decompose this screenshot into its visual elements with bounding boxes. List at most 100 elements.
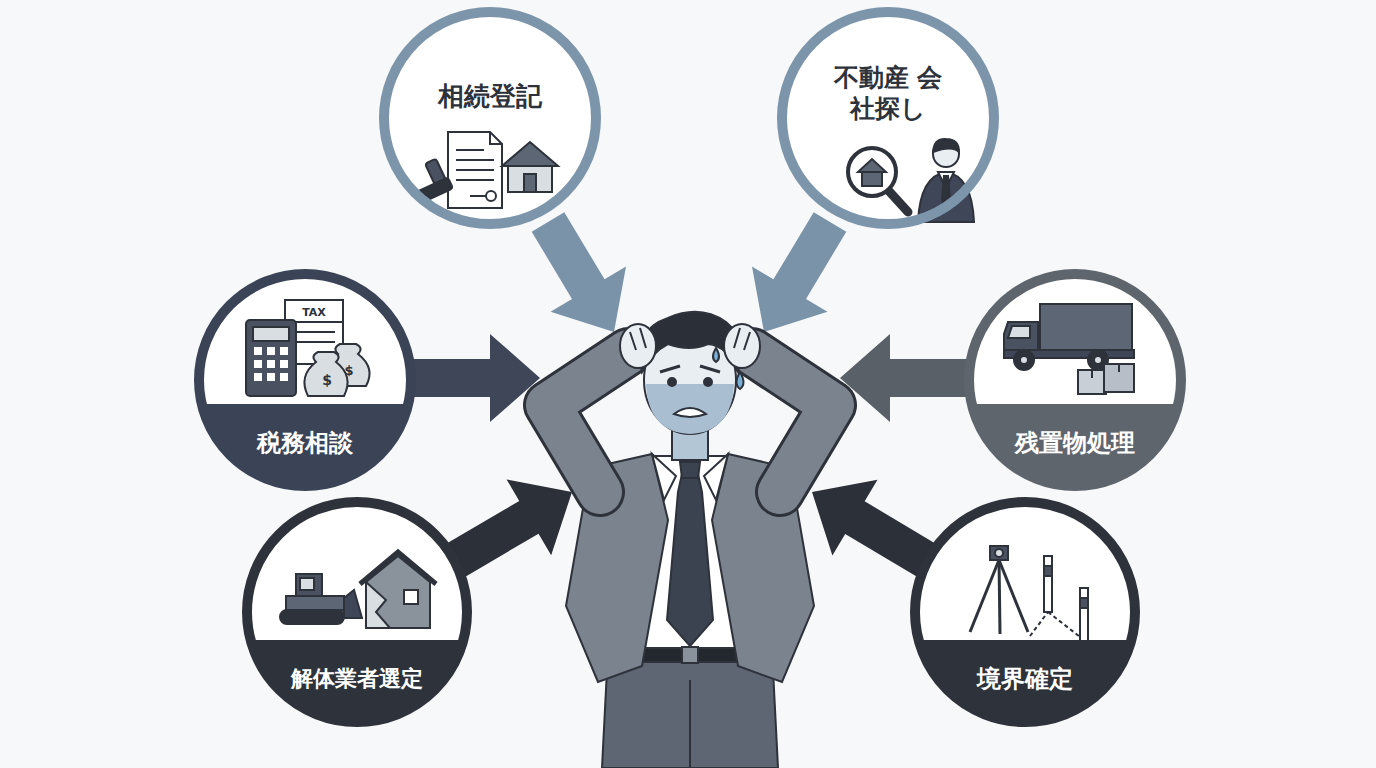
- stressed-man-figure-part: [668, 378, 676, 386]
- topic-circle: 相続登記: [378, 6, 602, 230]
- tax-icon-part: [293, 331, 335, 333]
- stressed-man-figure-part: [700, 366, 720, 372]
- demolition-icon-part: [344, 590, 362, 618]
- tax-icon-part-part: [254, 360, 262, 368]
- topic-label: 不動産 会社探し: [823, 62, 953, 125]
- tax-icon-part: [254, 347, 288, 381]
- label-band: [972, 404, 1178, 486]
- registration-icon-part: [456, 169, 494, 171]
- survey-icon-part: [1044, 566, 1052, 576]
- agency-search-icon: [848, 139, 974, 222]
- stressed-man-figure-part: [548, 352, 628, 492]
- tax-icon-part-part: [254, 347, 262, 355]
- demolition-icon-part: [296, 574, 322, 598]
- survey-icon-part: [970, 560, 999, 632]
- stressed-man-figure-part: [704, 378, 712, 386]
- agency-search-icon-part: [848, 148, 896, 196]
- circle-grounds-part: [199, 274, 411, 486]
- demolition-icon-part: [366, 556, 430, 628]
- garbage-truck-icon-part: [1104, 364, 1134, 392]
- stressed-man-figure-part: [630, 648, 750, 662]
- circle-grounds-part: [247, 502, 467, 722]
- tax-icon-part-part: [280, 347, 288, 355]
- garbage-truck-icon-part: [1020, 356, 1028, 364]
- registration-icon-part: [508, 166, 552, 192]
- garbage-truck-icon-part: [1091, 370, 1093, 378]
- circle-outline: [193, 268, 417, 492]
- stressed-man-figure-part: [548, 352, 628, 492]
- block-arrow: [840, 334, 972, 422]
- topic-label: 残置物処理: [1015, 428, 1135, 458]
- tax-icon-part: [246, 320, 296, 396]
- survey-icon-part: [1044, 556, 1052, 612]
- survey-icon-part: [999, 560, 1000, 634]
- stressed-man-figure-part: [713, 348, 719, 362]
- registration-icon: [417, 132, 558, 208]
- block-arrow: [532, 212, 626, 332]
- topic-label: 税務相談: [257, 428, 353, 458]
- label-band: [251, 640, 464, 722]
- survey-icon: [970, 546, 1088, 642]
- stressed-man-figure-part: [724, 324, 760, 368]
- demolition-icon-part: [286, 596, 344, 610]
- circle-border: [384, 12, 596, 224]
- survey-icon-part: [1080, 588, 1088, 642]
- registration-icon-part: [486, 191, 496, 201]
- topic-circle: 税務相談: [193, 268, 417, 492]
- garbage-truck-icon-part: [1078, 370, 1106, 394]
- circle-border: [969, 274, 1181, 486]
- circle-border: [199, 274, 411, 486]
- tax-icon-part: [304, 352, 347, 396]
- stressed-man-figure-part: [752, 352, 832, 492]
- garbage-truck-icon-part: [1118, 364, 1120, 372]
- currency-sign: $: [322, 373, 332, 387]
- circle-grounds-part: [915, 502, 1135, 722]
- circle-outline: [963, 268, 1187, 492]
- stressed-man-figure-part: [737, 372, 744, 389]
- stressed-man-figure-part: [734, 328, 750, 350]
- registration-icon-part: [490, 132, 502, 144]
- stressed-man-figure-part: [752, 352, 832, 492]
- survey-icon-part: [999, 560, 1028, 632]
- topic-circle: 残置物処理: [963, 268, 1187, 492]
- block-arrow: [752, 212, 846, 332]
- topic-label: 境界確定: [977, 664, 1073, 694]
- tax-icon-part-part: [254, 373, 262, 381]
- demolition-icon-part: [404, 590, 418, 604]
- tax-icon-part-part: [267, 373, 275, 381]
- circle-border: [782, 12, 994, 224]
- tax-icon-part-part: [280, 360, 288, 368]
- garbage-truck-icon-part: [1094, 356, 1102, 364]
- agency-search-icon-part: [933, 139, 959, 152]
- stressed-man-figure-part: [660, 366, 680, 372]
- topic-circle: 境界確定: [909, 496, 1141, 728]
- circle-border: [247, 502, 467, 722]
- tax-icon-part: [293, 341, 335, 343]
- tax-icon: [246, 300, 370, 396]
- stressed-man-figure-part: [620, 324, 656, 368]
- topic-label: 解体業者選定: [291, 665, 423, 692]
- stressed-man-figure-part: [674, 408, 706, 417]
- tax-icon-part-part: [267, 347, 275, 355]
- stressed-man-figure-part: [646, 384, 734, 434]
- registration-icon-part: [456, 149, 484, 151]
- agency-search-icon-part: [862, 172, 882, 186]
- tax-icon-part-part: [267, 360, 275, 368]
- tax-icon-part-part: [280, 373, 288, 381]
- stressed-man-figure-part: [680, 462, 700, 478]
- demolition-icon: [280, 552, 436, 628]
- garbage-truck-icon-part: [1008, 326, 1030, 338]
- stressed-man-figure-part: [682, 647, 698, 663]
- label-band: [919, 640, 1132, 722]
- circle-grounds: [199, 12, 1181, 722]
- circle-outline: [909, 496, 1141, 728]
- garbage-truck-icon-part: [1040, 304, 1132, 350]
- registration-icon-part: [456, 179, 494, 181]
- topic-circle: 解体業者選定: [241, 496, 473, 728]
- circle-grounds-part: [782, 12, 994, 224]
- registration-icon-part: [448, 132, 502, 208]
- label-band: [202, 404, 408, 486]
- survey-icon-part: [990, 546, 1008, 560]
